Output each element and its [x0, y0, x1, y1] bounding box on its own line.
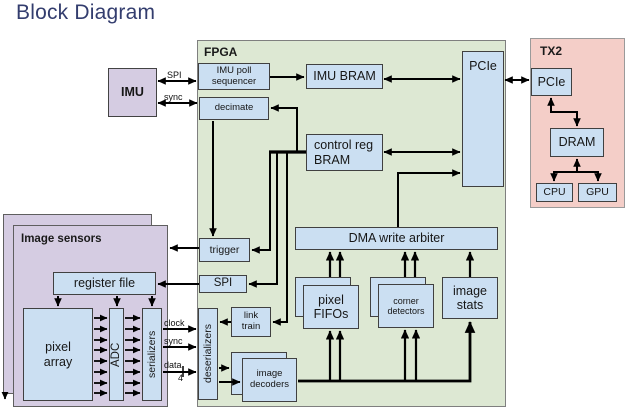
page-title: Block Diagram: [16, 1, 156, 24]
wire-label-sync-sensor: sync: [164, 336, 183, 346]
block-decimate: decimate: [199, 97, 269, 120]
block-pixel-array: pixel array: [23, 308, 93, 401]
block-pcie-tx2: PCIe: [531, 68, 572, 96]
wire-label-data: data: [164, 360, 182, 370]
block-dma-write-arbiter: DMA write arbiter: [295, 227, 498, 250]
wire-label-sync-imu: sync: [164, 92, 183, 102]
block-dram: DRAM: [550, 128, 604, 157]
block-deserializers: deserializers: [198, 308, 218, 400]
region-fpga-label: FPGA: [204, 45, 238, 59]
block-cpu: CPU: [536, 183, 573, 202]
block-imu-poll-sequencer: IMU poll sequencer: [198, 63, 270, 90]
block-imu: IMU: [108, 68, 157, 117]
block-trigger: trigger: [199, 238, 250, 262]
block-adc: ADC: [109, 308, 124, 401]
block-link-train: link train: [231, 307, 271, 337]
block-imu-bram: IMU BRAM: [306, 64, 383, 89]
wire-label-data-width: 4: [178, 373, 184, 383]
wire-label-clock: clock: [164, 318, 185, 328]
block-corner-detectors: corner detectors: [378, 284, 434, 328]
block-pixel-fifos: pixel FIFOs: [303, 285, 359, 329]
block-control-reg-bram: control reg BRAM: [306, 134, 383, 171]
block-image-decoders: image decoders: [242, 358, 297, 402]
region-tx2-label: TX2: [540, 44, 563, 58]
block-pcie-fpga: PCIe: [462, 51, 504, 187]
region-image-sensors-label: Image sensors: [21, 233, 102, 245]
block-serializers: serializers: [142, 308, 162, 401]
wire-label-spi: SPI: [167, 70, 182, 80]
block-gpu: GPU: [578, 183, 617, 202]
block-register-file: register file: [53, 272, 156, 295]
block-spi: SPI: [199, 275, 247, 293]
block-image-stats: image stats: [442, 277, 498, 319]
